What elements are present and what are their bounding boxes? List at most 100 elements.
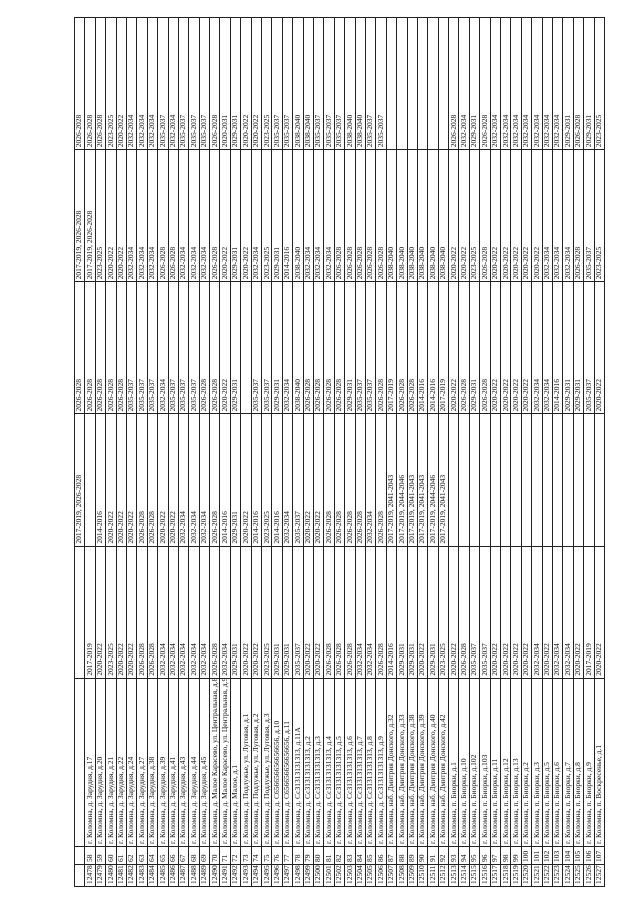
id-cell: 12495 [261,864,272,887]
period-cell: 2032-2034 [219,546,231,679]
id-cell: 12527 [594,864,605,887]
number-cell: 67 [178,846,189,865]
number-cell: 90 [417,846,428,865]
address-cell: г. Коломна, д. Зарудня, д.44 [188,678,200,847]
period-cell: 2026-2028 [479,149,491,282]
period-cell: 2026-2028 [458,281,470,414]
period-cell: 2032-2034 [531,17,543,150]
address-cell: г. Коломна, наб. Дмитрия Донского, д.39 [417,678,428,847]
period-cell: 2020-2022 [521,281,532,414]
address-cell: г. Коломна, п. Биорки, д.11 [490,678,501,847]
id-cell: 12506 [375,864,387,887]
address-cell: г. Коломна, п. Биорки, д.13 [510,678,522,847]
id-cell: 12514 [458,864,470,887]
address-cell: г. Коломна, д. Зарудня, д.24 [126,678,137,847]
period-cell: 2020-2022 [240,17,252,150]
period-cell [469,414,480,547]
period-cell: 2032-2034 [199,546,210,679]
number-cell: 76 [271,846,283,865]
period-cell: 2020-2022 [510,281,522,414]
period-cell: 2038-2040 [396,149,407,282]
period-cell: 2017-2019, 2041-2043 [438,414,449,547]
period-cell: 2026-2028 [84,17,96,150]
address-cell: г. Коломна, п. Биорки, д.12 [500,678,511,847]
period-cell: 2032-2034 [178,149,189,282]
period-cell: 2032-2034 [542,149,553,282]
period-cell [448,414,459,547]
id-cell: 12478 [84,864,96,887]
period-cell: 2032-2034 [355,546,366,679]
period-cell: 2032-2034 [136,149,148,282]
number-cell: 88 [396,846,407,865]
address-cell: г. Коломна, наб. Дмитрия Донского, д.33 [396,678,407,847]
period-cell: 2017-2019, 2041-2043 [386,414,397,547]
period-cell: 2038-2040 [344,17,356,150]
period-cell: 2032-2034 [188,546,200,679]
period-cell: 2020-2022 [510,149,522,282]
period-cell: 2026-2028 [573,17,584,150]
period-cell: 2029-2031 [344,281,356,414]
id-cell: 12485 [157,864,169,887]
period-cell: 2020-2022 [219,149,231,282]
period-cell: 2020-2022 [500,281,511,414]
period-cell: 2023-2025 [469,149,480,282]
period-cell: 2020-2022 [542,546,553,679]
header-cell: 2026-2028 [74,17,85,150]
id-cell: 12516 [479,864,491,887]
period-cell: 2020-2022 [126,546,137,679]
number-cell: 64 [147,846,158,865]
period-cell: 2029-2031 [271,546,283,679]
period-cell: 2020-2022 [521,546,532,679]
id-cell: 12486 [168,864,179,887]
period-cell: 2029-2031 [573,281,584,414]
period-cell: 2026-2028 [209,281,220,414]
address-cell: г. Коломна, п. Биорки, д.103 [479,678,491,847]
address-cell: г. Коломна, д. Сс31313131313, д.3 [313,678,324,847]
period-cell: 2032-2034 [282,414,293,547]
period-cell [500,414,511,547]
period-cell: 2020-2022 [417,546,428,679]
period-cell: 2035-2037 [583,149,595,282]
number-cell: 63 [136,846,148,865]
period-cell: 2017-2019 [438,281,449,414]
number-cell: 80 [313,846,324,865]
period-cell: 2026-2028 [396,281,407,414]
period-cell: 2023-2025 [95,149,106,282]
period-cell: 2026-2028 [199,281,210,414]
id-cell: 12509 [407,864,418,887]
period-cell: 2032-2034 [147,149,158,282]
id-cell: 12525 [573,864,584,887]
period-cell: 2020-2022 [573,546,584,679]
id-cell: 12484 [147,864,158,887]
address-cell: г. Коломна, д. Зарудня, д.39 [157,678,169,847]
period-cell: 2032-2034 [126,149,137,282]
address-cell: г. Коломна, д. С656656656656656, д.10 [271,678,283,847]
period-cell: 2035-2037 [168,281,179,414]
period-cell: 2020-2022 [157,414,169,547]
period-cell: 2032-2034 [168,546,179,679]
period-cell: 2026-2028 [105,281,117,414]
address-cell: г. Коломна, д. Зарудня, д.22 [116,678,127,847]
address-cell: г. Коломна, п. Биорки, д.1 [448,678,459,847]
id-cell: 12493 [240,864,252,887]
